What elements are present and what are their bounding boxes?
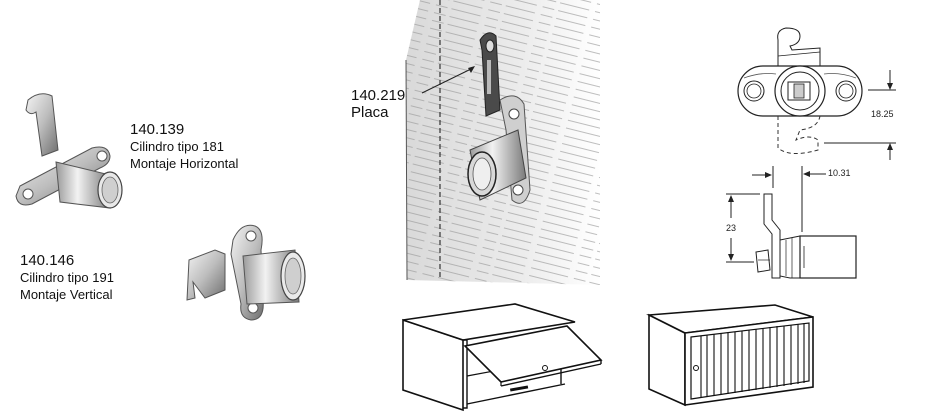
cabinet-tambour-illustration (645, 304, 820, 410)
dimension-depth: 10.31 (828, 168, 851, 178)
dimension-height-offset: 18.25 (871, 109, 894, 119)
lock-vertical-illustration (185, 220, 306, 325)
product-description: Placa (351, 104, 389, 121)
mounted-plate-illustration (400, 0, 600, 285)
cabinet-flap-illustration (395, 300, 605, 412)
lock-horizontal-illustration (10, 90, 125, 210)
product-code: 140.219 (351, 87, 406, 104)
product-mounting: Montaje Vertical (20, 287, 113, 302)
technical-front-view (700, 0, 935, 170)
dimension-arm-length: 23 (726, 223, 737, 233)
product-code: 140.139 (130, 121, 185, 138)
product-label-140139: 140.139 Cilindro tipo 181 Montaje Horizo… (130, 121, 238, 172)
product-mounting: Montaje Horizontal (130, 156, 239, 171)
product-label-140219: 140.219 Placa (351, 87, 405, 121)
technical-side-view (700, 160, 935, 290)
product-description: Cilindro tipo 191 (20, 270, 114, 285)
product-description: Cilindro tipo 181 (130, 139, 224, 154)
product-label-140146: 140.146 Cilindro tipo 191 Montaje Vertic… (20, 252, 114, 303)
product-code: 140.146 (20, 252, 75, 269)
leader-line (421, 66, 475, 94)
